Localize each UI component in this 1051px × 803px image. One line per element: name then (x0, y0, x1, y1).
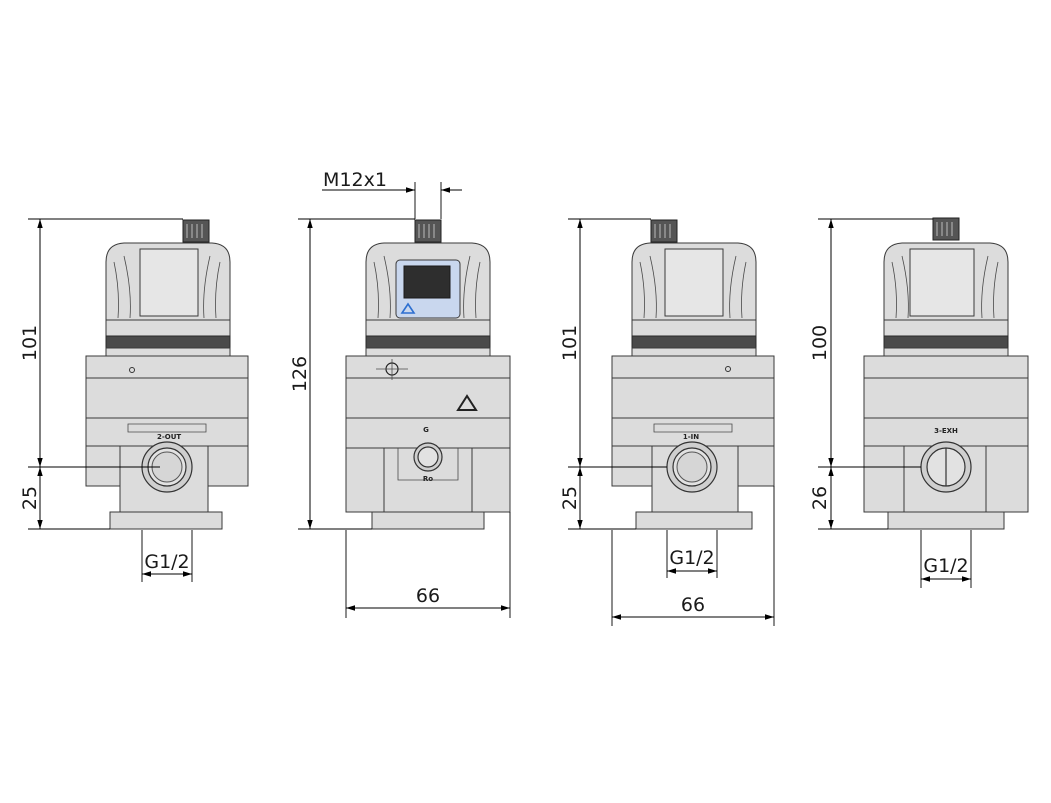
port-label-inlet: 1-IN (683, 433, 699, 441)
display-screen (403, 265, 451, 299)
dim-port-size: G1/2 (669, 547, 714, 569)
dim-height-bottom: 26 (809, 486, 831, 510)
dim-port-size: G1/2 (144, 551, 189, 573)
brand-logo-icon (400, 302, 416, 314)
port-label-exhaust: 3-EXH (934, 427, 958, 435)
gauge-port-label-2: Ro (423, 475, 433, 483)
dark-band (631, 335, 757, 349)
port-label-outlet: 2-OUT (157, 433, 181, 441)
dim-total-height: 126 (289, 356, 311, 392)
dim-height-top: 101 (19, 325, 41, 361)
view-inlet: 1-IN 101 25 G1/2 66 (559, 218, 775, 626)
dim-height-top: 101 (559, 325, 581, 361)
view-exhaust: 3-EXH 100 26 G1/2 (809, 217, 1029, 588)
dim-width: 66 (416, 585, 440, 607)
dark-band (105, 335, 231, 349)
dark-band (883, 335, 1009, 349)
dim-width: 66 (681, 594, 705, 616)
gauge-port-label: G (423, 426, 429, 434)
warning-triangle-icon (456, 394, 478, 411)
dim-port-size: G1/2 (923, 555, 968, 577)
view-outlet: 2-OUT 101 25 G1/2 (19, 218, 249, 582)
view-front: G Ro 126 M12x1 66 (289, 169, 511, 618)
dim-height-bottom: 25 (559, 486, 581, 510)
dim-height-top: 100 (809, 325, 831, 361)
dark-band (365, 335, 491, 349)
dim-height-bottom: 25 (19, 486, 41, 510)
dim-connector-thread: M12x1 (323, 169, 387, 191)
